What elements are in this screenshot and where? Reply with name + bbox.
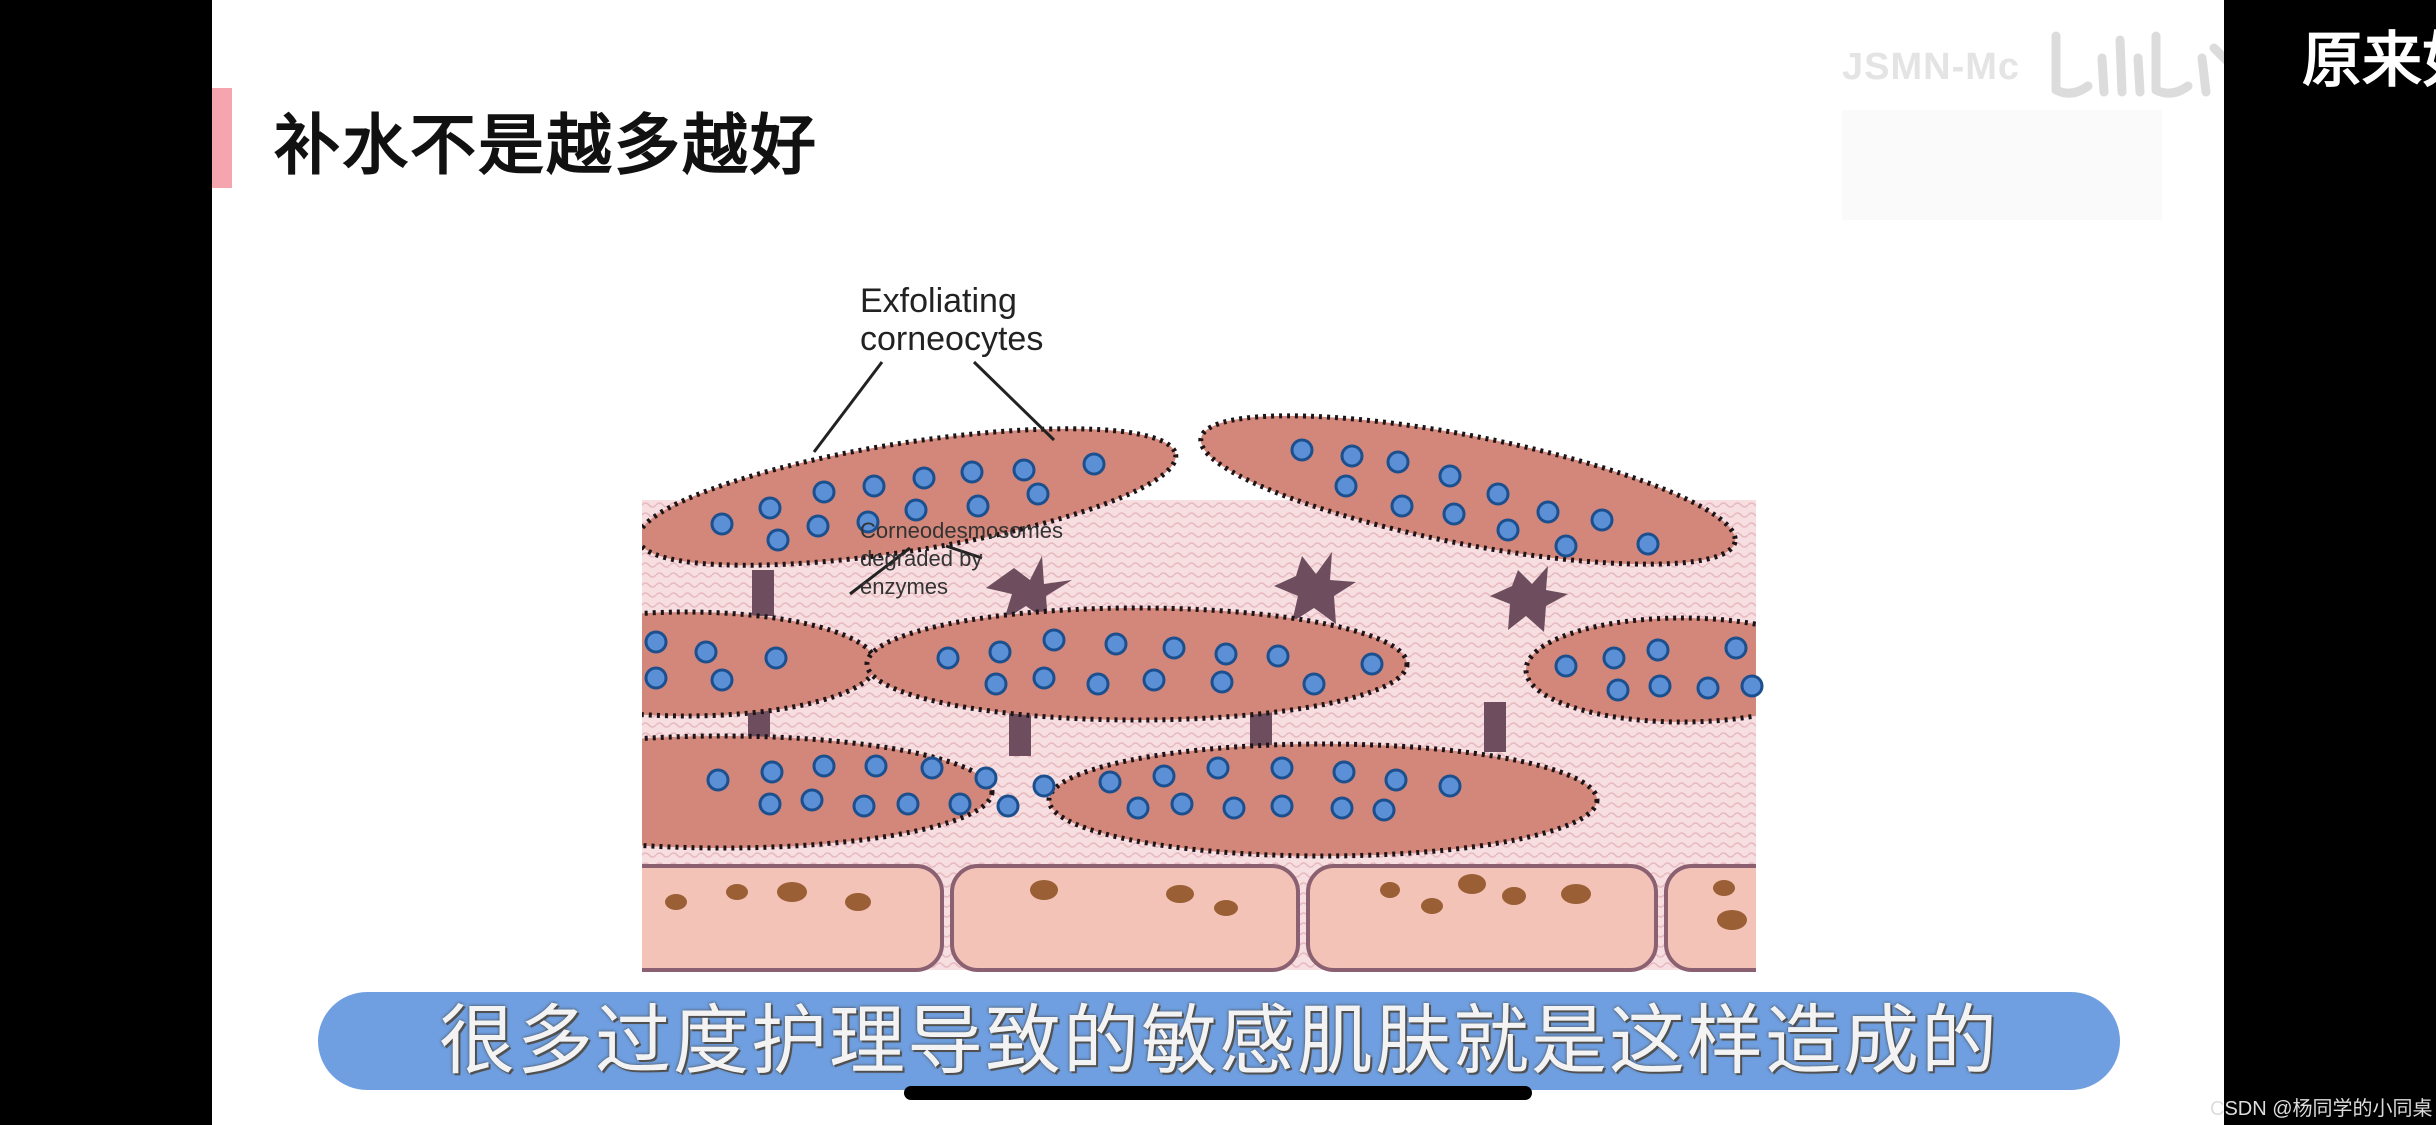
label-corneocytes: corneocytes <box>860 320 1043 358</box>
stratum-corneum-diagram: Exfoliating corneocytes Corneodesmosomes… <box>642 260 1982 980</box>
watermark-backdrop <box>1842 110 2162 220</box>
granular-cell <box>952 866 1298 970</box>
home-indicator-bar[interactable] <box>904 1086 1532 1100</box>
title-accent-bar <box>212 88 232 188</box>
subtitle-caption: 很多过度护理导致的敏感肌肤就是这样造成的 <box>318 992 2120 1090</box>
label-exfoliating: Exfoliating <box>860 282 1017 320</box>
label-enzymes: enzymes <box>860 574 948 599</box>
csdn-credit: CSDN @杨同学的小同桌 <box>2210 1092 2433 1121</box>
watermark-text: JSMN-Mc <box>1842 46 2020 89</box>
granular-cell <box>642 866 942 970</box>
granular-layer <box>642 866 1786 970</box>
slide-title: 补水不是越多越好 <box>274 92 818 188</box>
label-degraded-by: degraded by <box>860 546 982 571</box>
label-corneodesmosomes: Corneodesmosomes <box>860 518 1063 543</box>
channel-watermark: JSMN-Mc <box>1842 20 2222 210</box>
overlay-subtitle-text: 原来如 <box>2302 12 2436 99</box>
presentation-slide: 补水不是越多越好 JSMN-Mc <box>212 0 2224 1125</box>
bilibili-logo-icon <box>2042 28 2224 108</box>
